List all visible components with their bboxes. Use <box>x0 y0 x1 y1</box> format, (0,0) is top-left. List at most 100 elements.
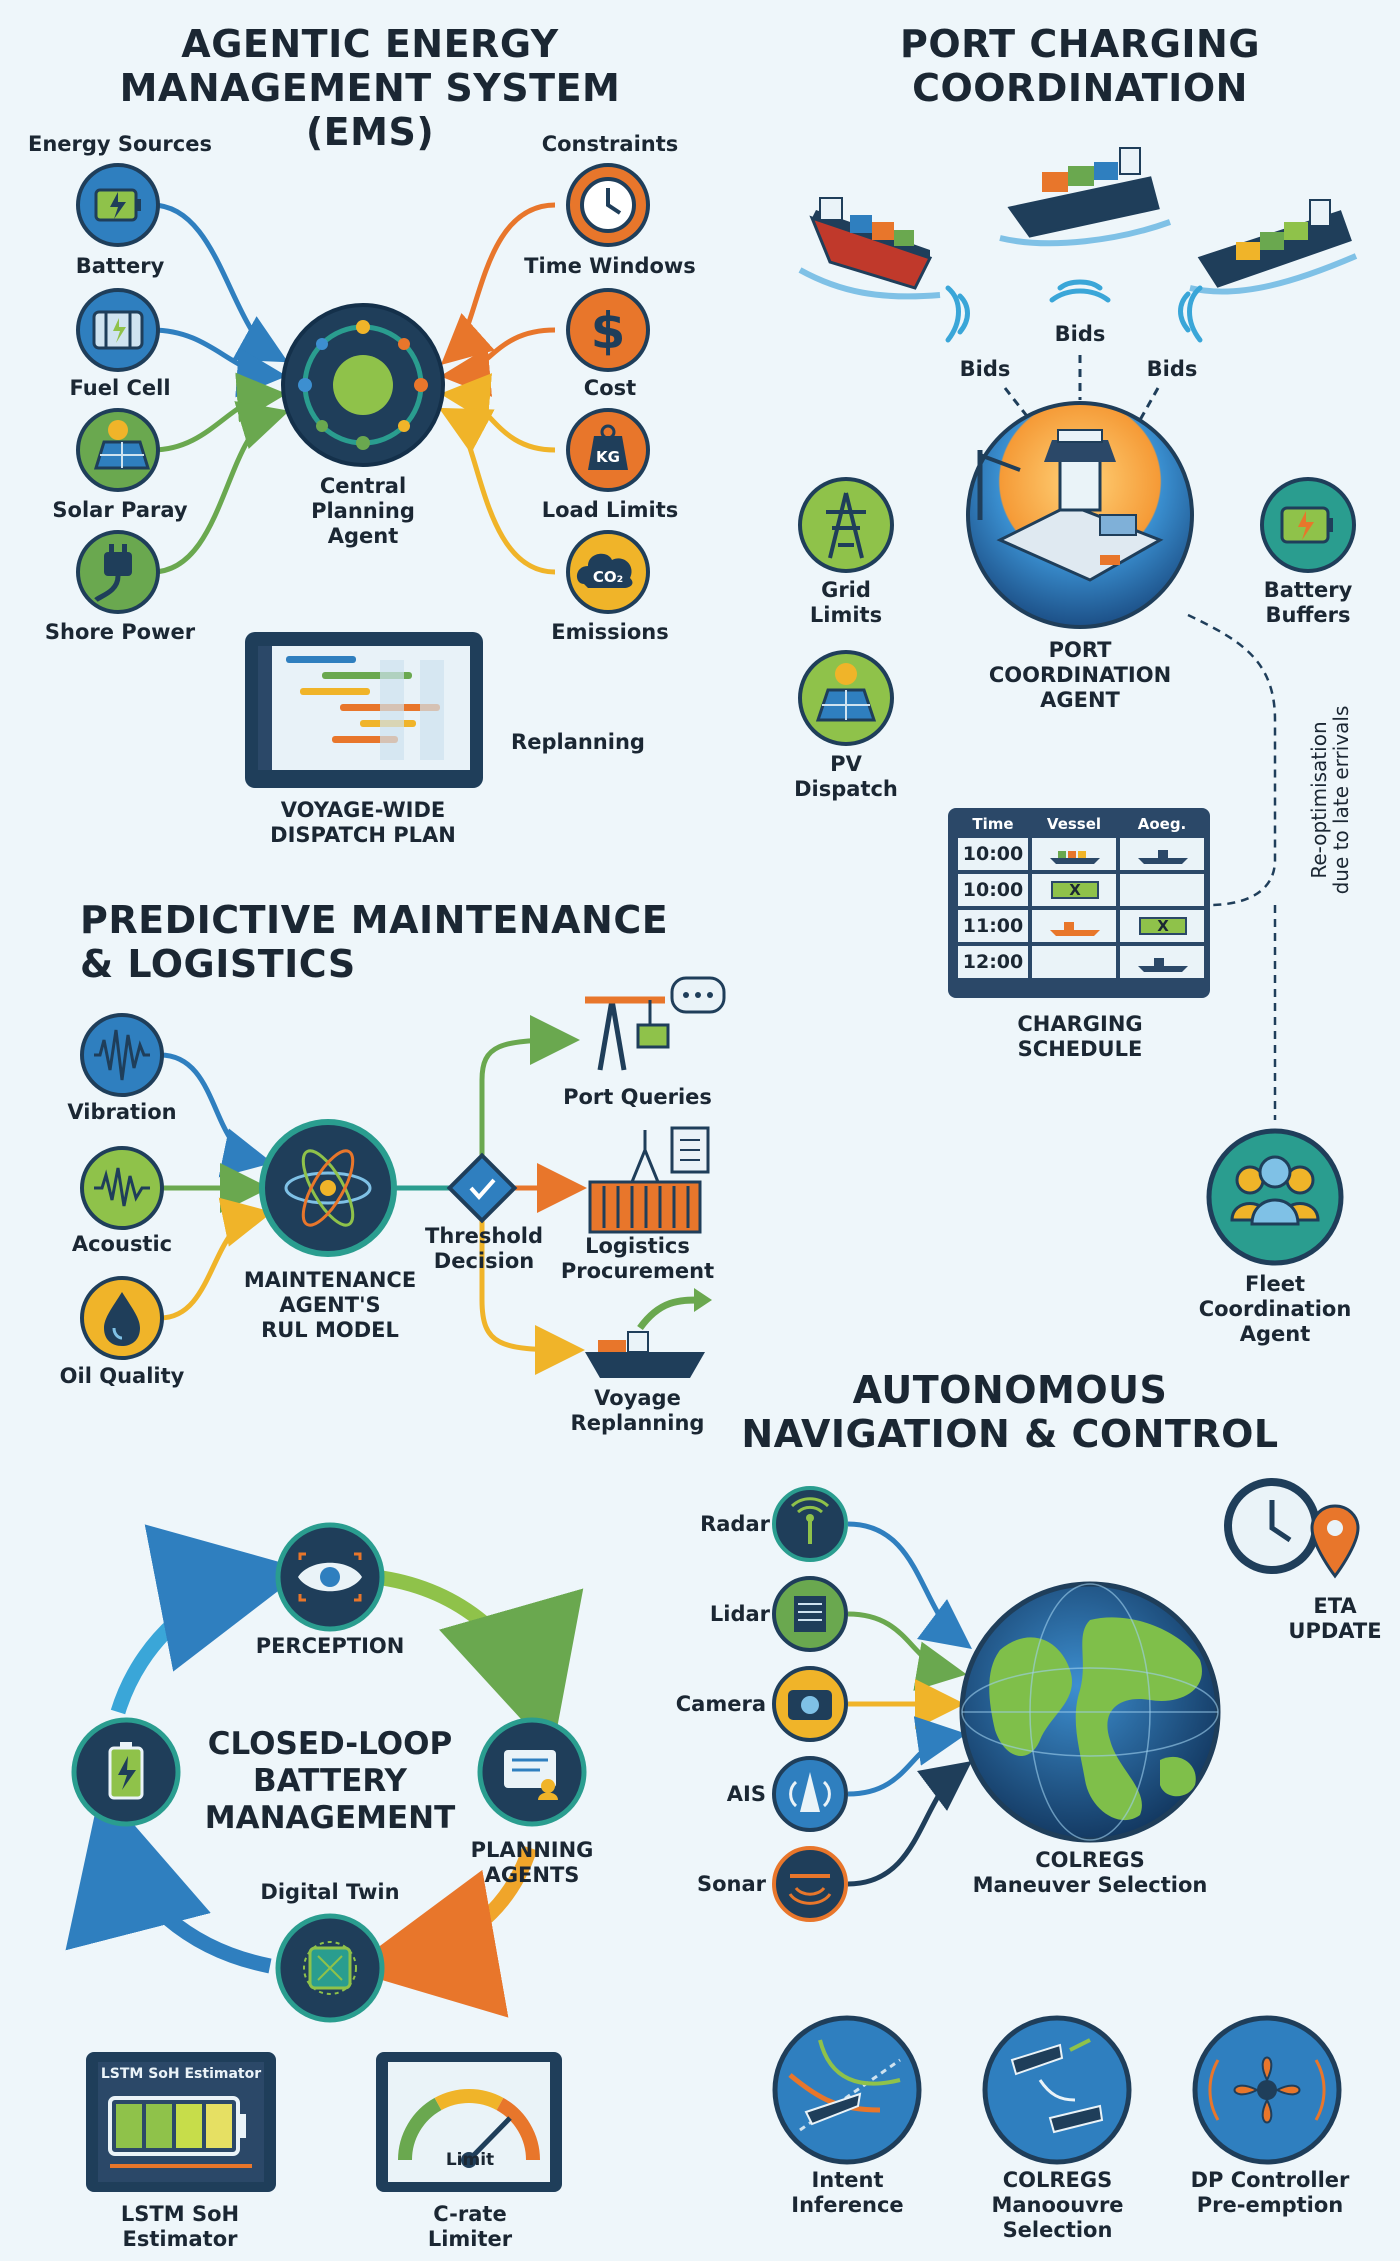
sensor-label-sonar: Sonar <box>696 1872 766 1896</box>
planning-agents-screen-icon <box>477 1717 587 1827</box>
input-label-vibration: Vibration <box>67 1100 177 1124</box>
maintenance-title: PREDICTIVE MAINTENANCE & LOGISTICS <box>80 898 669 986</box>
bids-label-right: Bids <box>1146 357 1198 381</box>
source-label-fuel-cell: Fuel Cell <box>69 376 171 400</box>
perception-eye-icon <box>275 1522 385 1632</box>
kg-glyph: KG <box>596 448 620 466</box>
ais-antenna-icon <box>772 1756 848 1832</box>
loop-battery-icon <box>71 1717 181 1827</box>
intent-inference-icon <box>772 2015 922 2165</box>
fleet-coordination-label: Fleet Coordination Agent <box>1198 1272 1352 1346</box>
dispatch-plan-label: VOYAGE-WIDE DISPATCH PLAN <box>270 798 456 847</box>
charging-schedule-table: Time Vessel Aoeg. 10:00 10:00 11:00 12:0… <box>948 808 1210 998</box>
eta-clock-pin-icon <box>1224 1478 1360 1579</box>
lidar-icon <box>772 1576 848 1652</box>
sensor-label-radar: Radar <box>700 1512 770 1536</box>
schedule-header-aoeg: Aoeg. <box>1137 815 1187 833</box>
connector-fuel-cell <box>151 327 287 398</box>
port-section <box>798 147 1358 1266</box>
connector-oil <box>159 1197 273 1321</box>
loop-arc-planning-twin <box>347 1845 538 2018</box>
reoptimisation-label: Re-optimisation due to late errivals <box>1307 705 1353 895</box>
connector-time <box>440 202 556 366</box>
maintenance-section <box>80 976 726 1378</box>
schedule-ship-icon <box>1050 851 1100 864</box>
constraint-label-time: Time Windows <box>524 254 696 278</box>
schedule-header-time: Time <box>972 815 1014 833</box>
schedule-time-1: 10:00 <box>962 843 1024 865</box>
central-planning-agent-icon <box>281 303 445 467</box>
dispatch-plan-monitor-icon <box>245 632 483 788</box>
planning-agents-label: PLANNING AGENTS <box>470 1838 594 1887</box>
schedule-slot-green <box>1139 917 1187 935</box>
bid-line-right <box>1138 387 1160 421</box>
c-rate-gauge-icon <box>376 2052 562 2192</box>
loop-arc-perception-planning <box>380 1570 584 1754</box>
schedule-ship-icon <box>1138 958 1188 972</box>
dp-controller-propeller-icon <box>1192 2015 1342 2165</box>
constraints-heading: Constraints <box>541 132 679 156</box>
lstm-screen-caption: LSTM SoH Estimator <box>100 2066 262 2082</box>
container-ship-center-icon <box>999 147 1172 247</box>
camera-icon <box>772 1666 848 1742</box>
battery-loop-section <box>65 1522 587 2192</box>
acoustic-waveform-icon <box>80 1146 164 1230</box>
loop-arc-twin-battery <box>65 1786 272 1974</box>
cost-dollar-icon: $ <box>566 288 650 372</box>
schedule-ship-icon <box>1050 922 1100 936</box>
navigation-title: AUTONOMOUS NAVIGATION & CONTROL <box>741 1368 1279 1456</box>
schedule-mark-1: X <box>1069 881 1081 899</box>
connector-ais <box>847 1716 967 1797</box>
energy-sources-heading: Energy Sources <box>28 132 212 156</box>
connector-solar <box>151 372 287 453</box>
clock-icon <box>566 163 650 247</box>
threshold-decision-diamond-icon <box>446 1152 518 1224</box>
connector-emissions <box>438 407 556 575</box>
sensor-label-camera: Camera <box>675 1692 766 1716</box>
dollar-glyph: $ <box>591 302 626 360</box>
weight-kg-icon: KG <box>566 408 650 492</box>
connector-sonar <box>847 1760 972 1887</box>
connector-lidar <box>847 1611 967 1691</box>
output-label-port-queries: Port Queries <box>563 1085 712 1109</box>
replanning-label: Replanning <box>511 730 645 754</box>
schedule-mark-2: X <box>1157 917 1169 935</box>
bids-label-left: Bids <box>959 357 1011 381</box>
constraint-label-cost: Cost <box>583 376 637 400</box>
digital-twin-chip-icon <box>275 1913 385 2023</box>
connector-vibration <box>159 1052 273 1178</box>
sensor-label-ais: AIS <box>726 1782 766 1806</box>
eta-update-label: ETA UPDATE <box>1288 1594 1382 1643</box>
battery-loop-title: CLOSED-LOOP BATTERY MANAGEMENT <box>204 1726 456 1836</box>
cargo-container-icon <box>588 1126 710 1234</box>
emissions-co2-icon: CO₂ <box>566 530 650 614</box>
digital-twin-label: Digital Twin <box>260 1880 400 1904</box>
battery-buffer-icon <box>1260 477 1356 573</box>
signal-waves-icon <box>945 279 1203 343</box>
schedule-time-4: 12:00 <box>962 951 1024 973</box>
lstm-soh-estimator-screen-icon <box>86 2052 276 2192</box>
container-ship-left-icon <box>798 197 941 300</box>
globe-icon <box>959 1581 1221 1843</box>
fleet-coordination-agent-icon <box>1206 1128 1344 1266</box>
schedule-slot-green <box>1051 881 1099 899</box>
pv-solar-icon <box>798 650 894 746</box>
ems-section: $ KG CO₂ <box>76 163 650 788</box>
input-label-acoustic: Acoustic <box>71 1232 173 1256</box>
connector-cost <box>440 327 556 397</box>
schedule-time-2: 10:00 <box>962 879 1024 901</box>
battery-icon <box>76 163 160 247</box>
input-label-oil: Oil Quality <box>59 1364 185 1388</box>
shore-power-plug-icon <box>76 530 160 614</box>
connector-radar <box>847 1521 972 1650</box>
schedule-time-3: 11:00 <box>962 915 1024 937</box>
connector-port-queries <box>479 1015 580 1160</box>
maintenance-agent-atom-icon <box>259 1119 397 1257</box>
oil-drop-icon <box>80 1276 164 1360</box>
port-coordination-agent-icon <box>966 401 1194 629</box>
vibration-waveform-icon <box>80 1013 164 1097</box>
voyage-replanning-ship-icon <box>585 1288 712 1378</box>
source-label-battery: Battery <box>75 254 165 278</box>
co2-glyph: CO₂ <box>593 568 623 586</box>
